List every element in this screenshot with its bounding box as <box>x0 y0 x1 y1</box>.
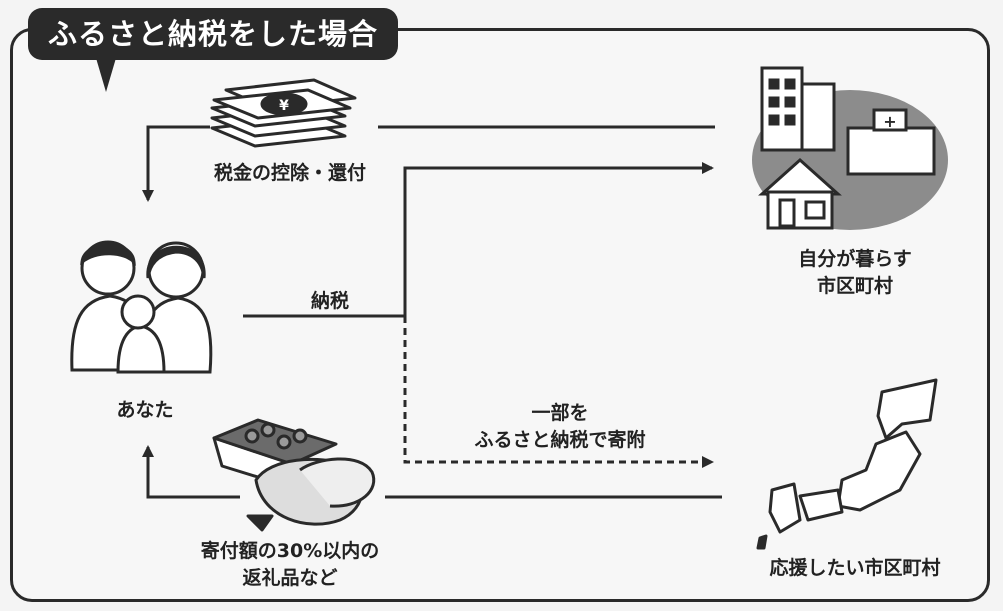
gift-food-icon <box>212 418 376 532</box>
support-city-label: 応援したい市区町村 <box>769 557 941 579</box>
flow-arrows <box>142 125 722 499</box>
gift-return-arrow <box>142 445 240 499</box>
family-icon <box>70 240 213 374</box>
donation-arrow <box>403 316 714 468</box>
gifts-label: 寄付額の30%以内の 返礼品など <box>200 540 380 589</box>
tax-refund-label: 税金の控除・還付 <box>213 162 366 184</box>
title-badge: ふるさと納税をした場合 <box>28 8 399 60</box>
japan-map-icon <box>756 378 938 550</box>
refund-arrow <box>142 125 210 202</box>
yen-bundle-icon: ¥ <box>210 78 357 148</box>
tax-to-home-arrow <box>403 162 714 316</box>
title-badge-tail <box>96 58 116 92</box>
donation-label: 一部を ふるさと納税で寄附 <box>474 402 646 451</box>
svg-text:¥: ¥ <box>279 98 289 114</box>
home-city-label: 自分が暮らす 市区町村 <box>798 248 912 297</box>
svg-text:+: + <box>883 112 896 131</box>
tax-payment-label: 納税 <box>310 290 349 312</box>
you-label: あなた <box>116 399 174 421</box>
city-buildings-icon: + <box>752 66 948 230</box>
